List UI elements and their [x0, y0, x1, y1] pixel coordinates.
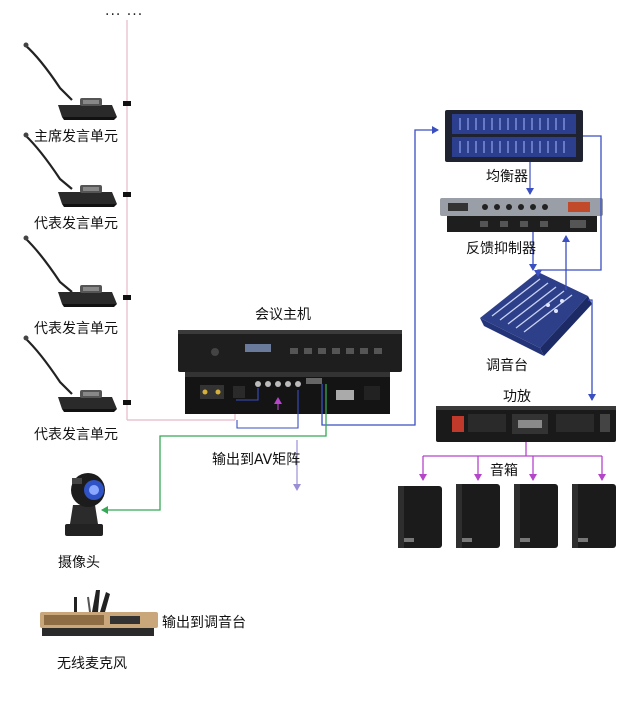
- delegate-unit-label: 代表发言单元: [34, 427, 118, 443]
- speakers-label: 音箱: [490, 463, 518, 479]
- av-matrix-output-label: 输出到AV矩阵: [212, 452, 301, 468]
- wireless-microphone-icon: [40, 590, 158, 636]
- camera-label: 摄像头: [58, 555, 100, 571]
- speaker-cabinet-icon: [572, 484, 616, 548]
- delegate-microphone-icon: [23, 235, 117, 307]
- audio-chain-links: [526, 135, 602, 401]
- speaker-cabinet-icon: [514, 484, 558, 548]
- speaker-cabinet-icon: [398, 486, 442, 548]
- ptz-camera-icon: [65, 473, 105, 536]
- feedback-suppressor-label: 反馈抑制器: [466, 241, 536, 257]
- equalizer-label: 均衡器: [486, 169, 528, 185]
- conference-host-label: 会议主机: [255, 307, 311, 323]
- mixer-label: 调音台: [486, 358, 528, 374]
- conference-bus-line: [123, 20, 236, 421]
- conference-host-icon: [178, 330, 402, 414]
- chairman-microphone-icon: [23, 42, 117, 120]
- chairman-unit-label: 主席发言单元: [34, 129, 118, 145]
- delegate-microphone-icon: [23, 132, 117, 207]
- wireless-mic-label: 无线麦克风: [57, 656, 127, 672]
- speaker-cabinet-icon: [456, 484, 500, 548]
- equalizer-icon: [445, 110, 583, 162]
- amplifier-icon: [436, 406, 616, 442]
- amplifier-label: 功放: [503, 389, 531, 405]
- delegate-microphone-icon: [23, 335, 117, 412]
- speaker-links: [419, 442, 606, 481]
- feedback-suppressor-icon: [440, 198, 603, 232]
- host-links: [101, 126, 439, 514]
- delegate-unit-label: 代表发言单元: [34, 321, 118, 337]
- mixing-console-icon: [480, 272, 592, 356]
- delegate-unit-label: 代表发言单元: [34, 216, 118, 232]
- top-ellipsis: ... ...: [105, 3, 144, 19]
- mixer-output-label: 输出到调音台: [162, 615, 246, 631]
